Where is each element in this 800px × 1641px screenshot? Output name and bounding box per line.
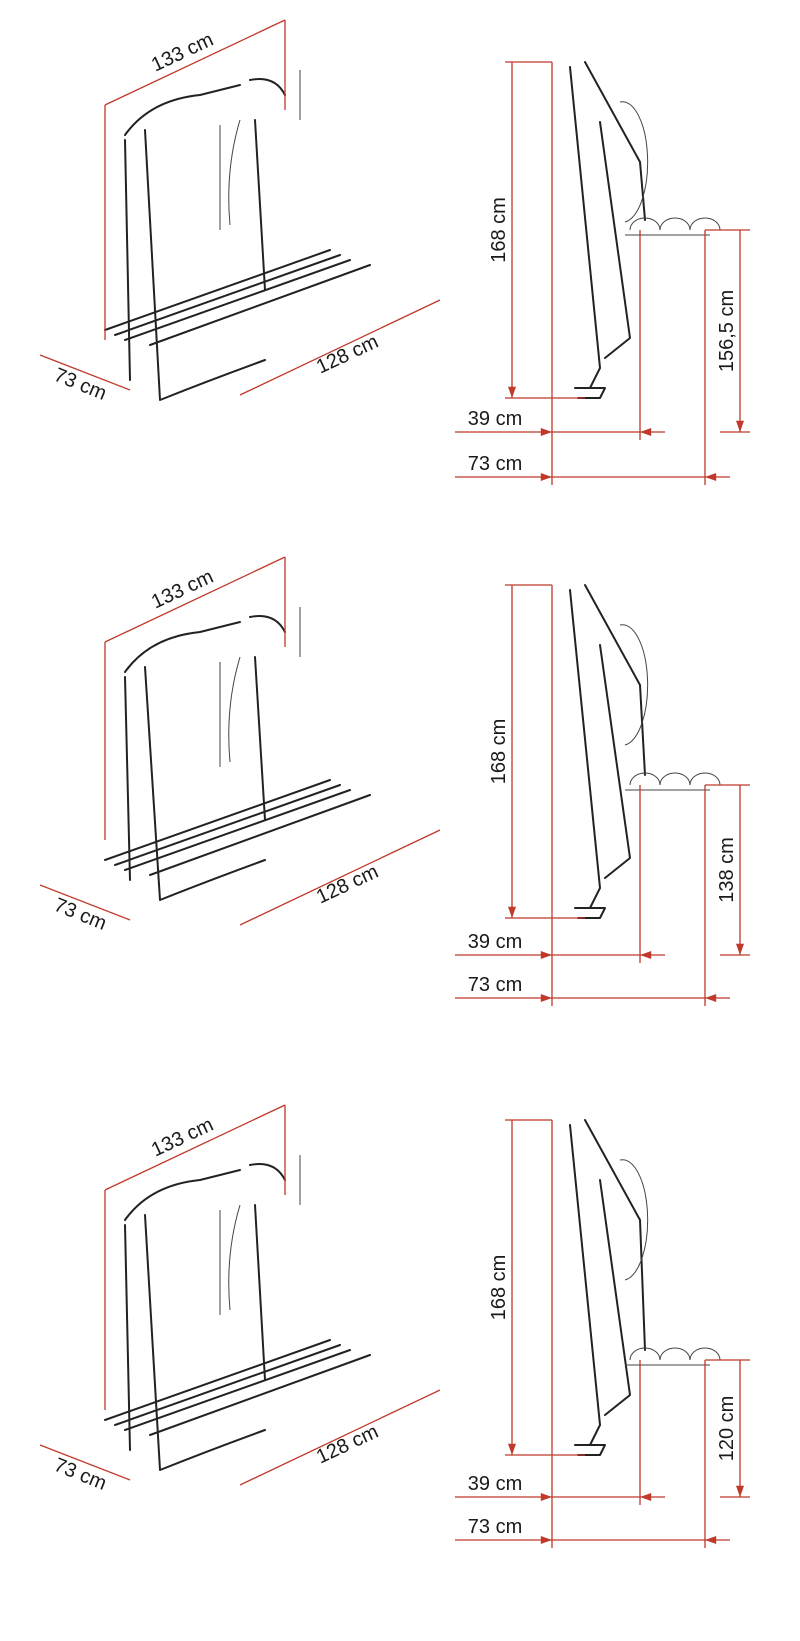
length-label: 128 cm <box>313 331 382 379</box>
height-label: 168 cm <box>488 197 510 263</box>
open-depth-label: 73 cm <box>468 974 522 996</box>
bike-rack-side-drawing <box>569 584 721 919</box>
bike-holder <box>219 70 301 230</box>
arrowhead-icon <box>705 473 717 481</box>
length-label: 128 cm <box>313 861 382 909</box>
arrowhead-icon <box>540 951 552 959</box>
arrowhead-icon <box>736 1485 744 1497</box>
bike-wheels <box>619 624 721 791</box>
bike-rack-perspective-drawing <box>104 1155 371 1471</box>
folded-depth-label: 39 cm <box>468 931 522 953</box>
rack-frame <box>124 78 286 401</box>
bike-wheels <box>619 101 721 236</box>
side-frame <box>569 1119 646 1456</box>
depth-dimension-line <box>39 1444 131 1481</box>
arrowhead-icon <box>640 951 652 959</box>
height-label: 168 cm <box>488 719 510 785</box>
length-dimension-line <box>239 1389 441 1486</box>
width-label: 133 cm <box>148 1114 217 1162</box>
arrowhead-icon <box>540 994 552 1002</box>
arrowhead-icon <box>736 943 744 955</box>
length-dimension-line <box>239 299 441 396</box>
side-frame <box>569 584 646 919</box>
depth-dimension-line <box>39 354 131 391</box>
open-depth-label: 73 cm <box>468 1516 522 1538</box>
arrowhead-icon <box>540 428 552 436</box>
rack-frame <box>124 1163 286 1471</box>
bike-rack-side-drawing <box>569 61 721 399</box>
width-dimension-line <box>104 1104 286 1191</box>
rack-arms <box>104 779 371 876</box>
width-dimension-line <box>104 556 286 643</box>
arrowhead-icon <box>640 428 652 436</box>
length-label: 128 cm <box>313 1421 382 1469</box>
arrowhead-icon <box>540 1493 552 1501</box>
arrowhead-icon <box>540 1536 552 1544</box>
arrowhead-icon <box>640 1493 652 1501</box>
open-depth-label: 73 cm <box>468 453 522 475</box>
arrowhead-icon <box>705 994 717 1002</box>
bike-rack-side-drawing <box>569 1119 721 1456</box>
bike-holder <box>219 1155 301 1315</box>
folded-depth-label: 39 cm <box>468 408 522 430</box>
platform-height-label: 156,5 cm <box>716 290 738 372</box>
bike-rack-perspective-drawing <box>104 70 371 401</box>
bike-wheels <box>619 1159 721 1366</box>
bike-holder <box>219 607 301 767</box>
bike-rack-perspective-drawing <box>104 607 371 901</box>
arrowhead-icon <box>508 906 516 918</box>
arrowhead-icon <box>508 1443 516 1455</box>
width-dimension-line <box>104 19 286 106</box>
width-label: 133 cm <box>148 566 217 614</box>
platform-height-label: 120 cm <box>716 1396 738 1462</box>
depth-dimension-line <box>39 884 131 921</box>
length-dimension-line <box>239 829 441 926</box>
arrowhead-icon <box>508 386 516 398</box>
platform-height-label: 138 cm <box>716 837 738 903</box>
rack-arms <box>104 249 371 346</box>
rack-frame <box>124 615 286 901</box>
side-frame <box>569 61 646 399</box>
rack-arms <box>104 1339 371 1436</box>
height-label: 168 cm <box>488 1255 510 1321</box>
arrowhead-icon <box>705 1536 717 1544</box>
arrowhead-icon <box>540 473 552 481</box>
width-label: 133 cm <box>148 29 217 77</box>
arrowhead-icon <box>736 420 744 432</box>
folded-depth-label: 39 cm <box>468 1473 522 1495</box>
